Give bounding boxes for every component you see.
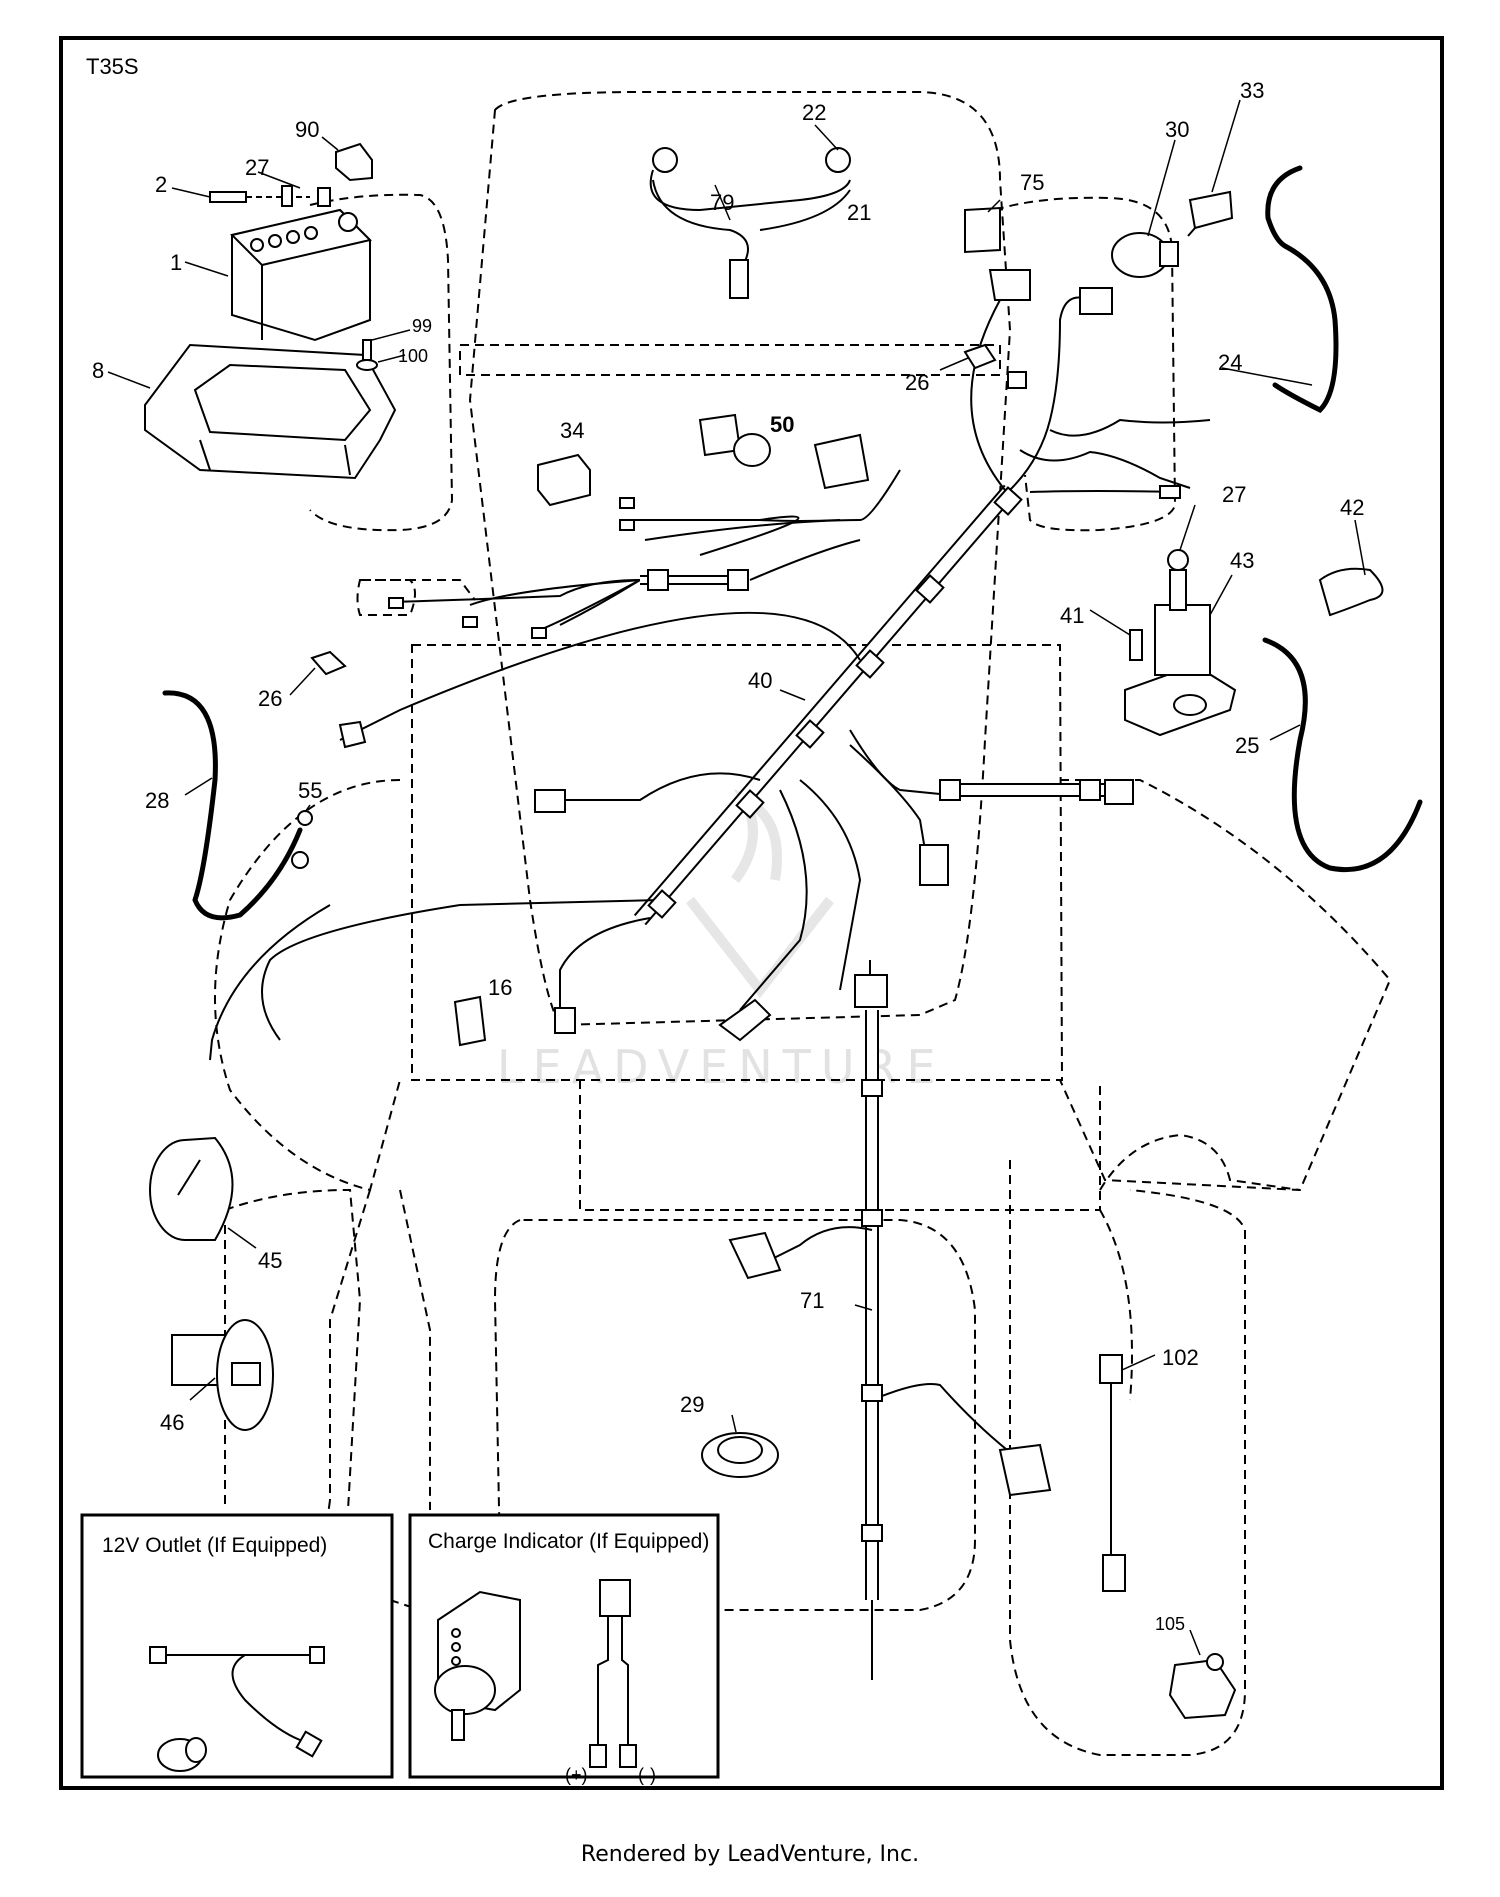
callout-1: 1 xyxy=(170,250,182,275)
callout-43: 43 xyxy=(1230,548,1254,573)
callout-45: 45 xyxy=(258,1248,282,1273)
diagram-frame xyxy=(59,36,1444,1790)
callout-41: 41 xyxy=(1060,603,1084,628)
leader-lines xyxy=(107,99,1366,1748)
callout-55: 55 xyxy=(298,778,322,803)
callout-75: 75 xyxy=(1020,170,1044,195)
bolt-washer-99-100 xyxy=(356,339,378,371)
harness-clips xyxy=(647,486,1101,1542)
callout-33: 33 xyxy=(1240,78,1264,103)
callout-8: 8 xyxy=(92,358,104,383)
body-outlines xyxy=(214,91,1392,1756)
fuel-solenoid-105 xyxy=(1168,1653,1237,1720)
callout-16: 16 xyxy=(488,975,512,1000)
connector-top xyxy=(1079,287,1113,315)
footer-credit: Rendered by LeadVenture, Inc. xyxy=(580,1842,920,1867)
ground-bolt-55 xyxy=(291,810,313,869)
callout-99: 99 xyxy=(412,316,432,336)
connector-71 xyxy=(728,1231,782,1280)
callout-105: 105 xyxy=(1155,1614,1185,1634)
switch-75 xyxy=(964,206,1001,254)
fuse-26a xyxy=(963,343,997,370)
callout-27-battery: 27 xyxy=(245,155,269,180)
key-33 xyxy=(1187,190,1234,237)
callout-21: 21 xyxy=(847,200,871,225)
callout-22: 22 xyxy=(802,100,826,125)
callout-26-upper: 26 xyxy=(905,370,929,395)
switch-50 xyxy=(698,413,771,467)
main-wiring-harness xyxy=(209,270,1211,1061)
callout-100: 100 xyxy=(398,346,428,366)
meter-46 xyxy=(171,1319,274,1431)
label-pad xyxy=(813,433,870,490)
connector-right xyxy=(1104,779,1134,805)
callout-28: 28 xyxy=(145,788,169,813)
inset-charge-title: Charge Indicator (If Equipped) xyxy=(428,1530,709,1553)
model-code: T35S xyxy=(86,54,139,79)
callout-90: 90 xyxy=(295,117,319,142)
callout-42: 42 xyxy=(1340,495,1364,520)
solenoid-43 xyxy=(1124,549,1237,737)
bolt-41 xyxy=(1129,629,1143,661)
inset-outlet-title: 12V Outlet (If Equipped) xyxy=(102,1534,327,1557)
callout-34: 34 xyxy=(560,418,584,443)
ground-cable-28 xyxy=(162,690,303,921)
callout-46: 46 xyxy=(160,1410,184,1435)
relay-plate xyxy=(988,269,1031,301)
inset-12v-outlet: 12V Outlet (If Equipped) xyxy=(80,1513,394,1779)
battery xyxy=(230,208,372,342)
callout-2: 2 xyxy=(155,172,167,197)
callout-30: 30 xyxy=(1165,117,1189,142)
callout-25: 25 xyxy=(1235,733,1259,758)
callout-102: 102 xyxy=(1162,1345,1199,1370)
terminal-bolt xyxy=(209,185,331,207)
plug-bottom xyxy=(554,974,888,1042)
terminal-ends xyxy=(388,485,1181,639)
harness-71 xyxy=(769,960,1021,1680)
cable-boot-90 xyxy=(335,142,373,182)
connector-26b xyxy=(310,650,347,676)
callout-79: 79 xyxy=(710,190,734,215)
plug-middle xyxy=(534,789,949,886)
harness-102 xyxy=(1099,1354,1126,1592)
plus-terminal-label: (+) xyxy=(565,1765,588,1785)
headlight-harness xyxy=(649,147,851,299)
callout-27-solenoid: 27 xyxy=(1222,482,1246,507)
connector-bottom xyxy=(998,1443,1052,1497)
inset-charge-indicator: Charge Indicator (If Equipped) (+) (-) xyxy=(408,1513,720,1785)
callout-29: 29 xyxy=(680,1392,704,1417)
callout-labels: 1 2 8 16 21 22 24 25 26 26 27 27 28 29 3… xyxy=(92,78,1364,1748)
connector-small xyxy=(1007,371,1027,389)
battery-cable-24 xyxy=(1265,165,1339,414)
minus-terminal-label: (-) xyxy=(638,1765,656,1785)
callout-71: 71 xyxy=(800,1288,824,1313)
relay-16 xyxy=(453,995,487,1047)
cables xyxy=(162,165,1423,921)
button-29 xyxy=(701,1432,779,1478)
connector-plug xyxy=(338,720,367,749)
callout-26-lower: 26 xyxy=(258,686,282,711)
battery-tray xyxy=(144,343,397,480)
ignition-switch-30 xyxy=(1111,232,1179,278)
battery-cable-25 xyxy=(1262,637,1423,872)
callout-40: 40 xyxy=(748,668,772,693)
callout-24: 24 xyxy=(1218,350,1242,375)
boot-42 xyxy=(1318,567,1384,617)
switch-34 xyxy=(537,453,591,507)
callout-50: 50 xyxy=(770,412,794,437)
hour-meter-45 xyxy=(149,1136,234,1241)
